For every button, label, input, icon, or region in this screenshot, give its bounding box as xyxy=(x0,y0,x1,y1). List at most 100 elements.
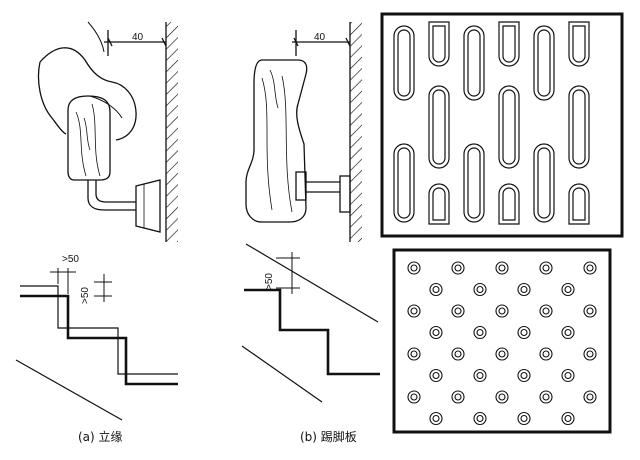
paving-dot xyxy=(454,264,462,272)
paving-bar-end xyxy=(432,25,446,63)
tactile-paving-bars xyxy=(380,12,624,238)
dim-clearance-b: 40 xyxy=(314,32,326,43)
paving-bar xyxy=(533,143,555,223)
paving-bar xyxy=(463,25,485,101)
dim-top-a: >50 xyxy=(62,254,79,265)
wall-a xyxy=(166,22,178,242)
paving-bar xyxy=(393,143,415,223)
paving-dot xyxy=(476,414,484,423)
paving-dot xyxy=(495,390,509,404)
figure-a-handrail xyxy=(37,21,178,242)
paving-dot xyxy=(407,304,421,318)
paving-dot xyxy=(432,414,440,423)
paving-bar xyxy=(537,29,551,97)
paving-dot xyxy=(539,304,553,318)
paving-dot xyxy=(583,347,597,361)
paving-dot xyxy=(495,347,509,361)
paving-dot xyxy=(498,393,506,401)
paving-bar-end xyxy=(568,183,590,225)
paving-dot xyxy=(517,411,531,426)
paving-dot xyxy=(410,264,418,272)
paving-dot xyxy=(476,328,484,337)
paving-dot xyxy=(586,350,594,358)
paving-tile-bars xyxy=(380,12,624,238)
paving-dot xyxy=(454,307,462,315)
paving-bar xyxy=(537,147,551,219)
paving-dot xyxy=(542,264,550,272)
paving-dot xyxy=(539,261,553,275)
paving-dot xyxy=(407,390,421,404)
paving-bar xyxy=(533,25,555,101)
figure-b-handrail xyxy=(245,22,362,242)
paving-bar xyxy=(572,89,586,165)
paving-dot xyxy=(520,328,528,337)
paving-bar-end xyxy=(568,21,590,67)
paving-dot xyxy=(498,264,506,272)
caption-a: (a) 立缘 xyxy=(78,430,123,444)
paving-bar xyxy=(428,85,450,169)
dim-clearance-a: 40 xyxy=(132,32,144,43)
caption-b: (b) 踢脚板 xyxy=(300,430,357,444)
paving-dot xyxy=(520,414,528,423)
paving-dot xyxy=(473,411,487,426)
paving-dot xyxy=(520,371,528,380)
paving-dot xyxy=(407,261,421,275)
paving-dot xyxy=(561,325,575,340)
paving-dot xyxy=(542,350,550,358)
paving-dot xyxy=(564,285,572,294)
paving-dot xyxy=(586,264,594,272)
paving-dot xyxy=(432,328,440,337)
paving-dot xyxy=(542,307,550,315)
dim-b: >50 xyxy=(264,273,275,290)
figure-a-stair: >50 >50 xyxy=(15,254,178,421)
wall-b xyxy=(350,22,362,242)
paving-dot xyxy=(586,307,594,315)
paving-dot xyxy=(498,350,506,358)
paving-dot xyxy=(495,304,509,318)
paving-bar xyxy=(467,29,481,97)
paving-dot xyxy=(451,261,465,275)
paving-dot xyxy=(473,282,487,297)
dim-side-a: >50 xyxy=(80,287,91,304)
paving-dot xyxy=(495,261,509,275)
paving-bar xyxy=(568,85,590,169)
paving-dot xyxy=(410,393,418,401)
paving-bar xyxy=(467,147,481,219)
paving-bar-end xyxy=(432,187,446,221)
paving-dot xyxy=(432,371,440,380)
paving-dot xyxy=(454,393,462,401)
paving-bar-end xyxy=(572,187,586,221)
paving-dot xyxy=(432,285,440,294)
paving-dot xyxy=(454,350,462,358)
paving-dot xyxy=(561,282,575,297)
paving-dot xyxy=(429,411,443,426)
hand-outline xyxy=(37,47,137,141)
paving-dot xyxy=(539,347,553,361)
paving-bar-end xyxy=(498,21,520,67)
paving-dot xyxy=(429,282,443,297)
paving-dot xyxy=(498,307,506,315)
figure-b-stair: >50 xyxy=(241,243,380,403)
paving-bar-end xyxy=(498,183,520,225)
paving-bar xyxy=(397,29,411,97)
rail-section-a xyxy=(67,95,111,181)
paving-dot xyxy=(583,261,597,275)
rail-section-b xyxy=(245,59,308,223)
paving-bar-end xyxy=(428,183,450,225)
paving-dot xyxy=(517,368,531,383)
paving-bar-end xyxy=(572,25,586,63)
paving-dot xyxy=(542,393,550,401)
paving-tile-dots xyxy=(392,248,612,434)
paving-dot xyxy=(407,347,421,361)
paving-bar xyxy=(463,143,485,223)
paving-dot xyxy=(564,328,572,337)
paving-dot xyxy=(583,304,597,318)
paving-bar-end xyxy=(502,25,516,63)
paving-dot xyxy=(583,390,597,404)
paving-dot xyxy=(429,325,443,340)
tactile-paving-dots xyxy=(392,248,612,434)
paving-dot xyxy=(561,368,575,383)
paving-dot xyxy=(451,347,465,361)
paving-dot xyxy=(476,371,484,380)
